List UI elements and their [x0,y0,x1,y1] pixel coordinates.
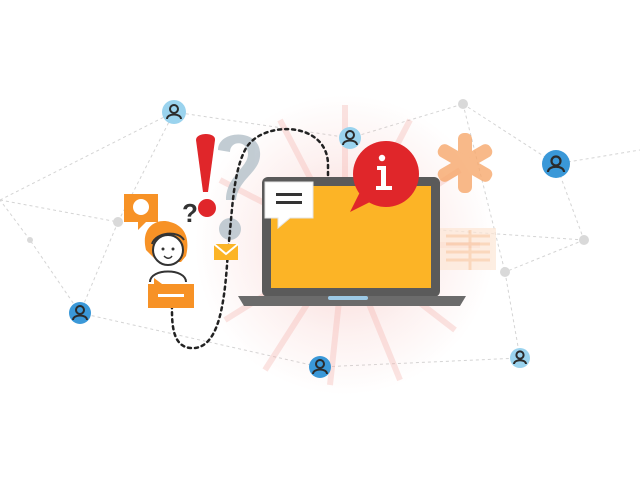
envelope-icon [213,243,239,260]
dotted-path [170,127,330,350]
user-icon [162,100,186,124]
document-icon [440,228,496,270]
name-badge-icon [148,278,194,308]
user-icon [339,127,361,149]
user-icon [69,302,91,324]
network-lines [0,103,640,368]
question-icon-large [218,134,261,240]
chat-bubble-orange-icon [124,194,158,230]
user-icon [510,348,530,368]
info-icon: i [0,0,419,212]
exclamation-icon [196,134,216,217]
user-icon [542,150,570,178]
medical-cross-icon [437,133,493,193]
user-icon [309,356,331,378]
question-icon: ? [182,198,198,228]
person-avatar-icon [144,221,188,283]
info-glyph: i [0,0,1,1]
network-nodes [27,99,589,277]
chat-bubble-icon [264,181,314,230]
